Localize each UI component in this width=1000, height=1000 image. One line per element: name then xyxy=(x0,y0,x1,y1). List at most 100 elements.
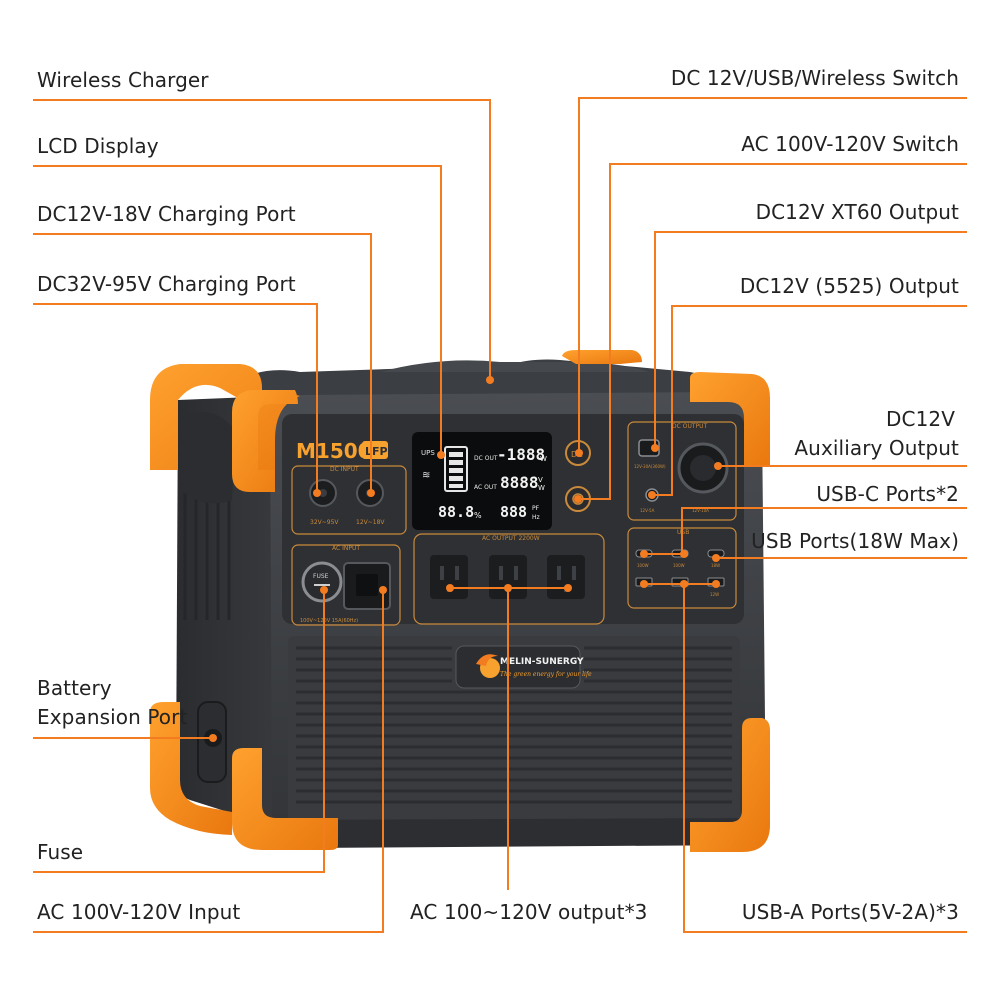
label-ac-switch: AC 100V-120V Switch xyxy=(741,132,959,156)
grille-slats xyxy=(296,646,732,804)
label-usbc: USB-C Ports*2 xyxy=(816,482,959,506)
dot-usb-18w xyxy=(712,554,720,562)
dot-ac-outlet-2 xyxy=(504,584,512,592)
dot-usbc-1 xyxy=(640,550,648,558)
label-fuse: Fuse xyxy=(37,840,84,864)
leader-usbc xyxy=(681,507,967,554)
label-dc-switch: DC 12V/USB/Wireless Switch xyxy=(670,66,959,90)
lcd-dc-out: DC OUT xyxy=(474,455,498,462)
lcd-volt-unit: V xyxy=(538,476,543,484)
dc-input-spec-right: 12V~18V xyxy=(356,519,385,526)
label-aux-line1: DC12V xyxy=(886,407,955,431)
dot-aux-output xyxy=(714,462,722,470)
leader-xt60 xyxy=(654,231,967,448)
label-aux-output: DC12V Auxiliary Output xyxy=(794,405,959,463)
label-aux-line2: Auxiliary Output xyxy=(794,436,959,460)
lcd-row2-unit: W xyxy=(538,484,545,492)
label-dc32-95-port: DC32V-95V Charging Port xyxy=(37,272,296,296)
dc-output-title: DC OUTPUT xyxy=(672,423,708,430)
label-lcd-display: LCD Display xyxy=(37,134,159,158)
label-xt60: DC12V XT60 Output xyxy=(755,200,959,224)
device-base xyxy=(272,818,766,848)
lfp-badge-bg xyxy=(362,441,388,459)
dot-dc12-18 xyxy=(367,489,375,497)
bumper-bottom-right xyxy=(690,718,770,852)
leader-ac-input xyxy=(33,590,384,933)
lcd-pf-unit: PF xyxy=(532,505,540,512)
label-usba: USB-A Ports(5V-2A)*3 xyxy=(741,900,959,924)
dc-input-spec-left: 32V~95V xyxy=(310,519,339,526)
label-dc12-18-port: DC12V-18V Charging Port xyxy=(37,202,296,226)
label-dc5525: DC12V (5525) Output xyxy=(739,274,959,298)
brand-tagline: The green energy for your life xyxy=(500,671,592,678)
battery-gauge-bars xyxy=(449,452,463,488)
lcd-row3-unit2: Hz xyxy=(532,514,540,521)
bumper-top-center xyxy=(562,350,642,364)
dot-lcd xyxy=(437,451,445,459)
car-spec: 12V-10A xyxy=(692,508,709,513)
battery-gauge xyxy=(444,446,468,492)
dc-input-box xyxy=(291,465,407,535)
dc5525-spec: 12V-5A xyxy=(640,508,655,513)
usb-title: USB xyxy=(677,529,689,536)
usbc-rating-2: 100W xyxy=(673,563,685,568)
leader-wireless-charger xyxy=(33,99,491,380)
lcd-row3-unit: % xyxy=(474,511,482,520)
dot-usbc-2 xyxy=(680,550,688,558)
label-ac-output: AC 100~120V output*3 xyxy=(410,900,648,924)
lcd-ups: UPS xyxy=(421,449,435,457)
label-battery-line1: Battery xyxy=(37,676,112,700)
lcd-bezel xyxy=(412,432,552,530)
leader-dc5525 xyxy=(652,305,967,496)
lcd-row1-value: -1888 xyxy=(497,445,545,464)
label-ac-input: AC 100V-120V Input xyxy=(37,900,241,924)
dot-ac-outlet-3 xyxy=(564,584,572,592)
dot-ac-switch xyxy=(574,495,582,503)
leader-dc32-95-port xyxy=(33,303,318,493)
ac-input-title: AC INPUT xyxy=(332,545,360,552)
side-vents xyxy=(183,470,231,620)
label-wireless-charger: Wireless Charger xyxy=(37,68,209,92)
side-handle xyxy=(180,412,235,504)
dot-dc32-95 xyxy=(313,489,321,497)
ac-input-box xyxy=(291,544,401,626)
bumper-bottom-left-front xyxy=(232,748,338,850)
dot-ac-input xyxy=(379,586,387,594)
label-battery-expansion: Battery Expansion Port xyxy=(37,674,187,732)
leader-dc12-18-port xyxy=(33,233,372,493)
leader-dc-switch xyxy=(578,97,967,453)
bumper-top-left-front xyxy=(232,390,298,492)
dot-usba-1 xyxy=(640,580,648,588)
dot-fuse xyxy=(320,586,328,594)
dot-ac-outlet-1 xyxy=(446,584,454,592)
leader-usba xyxy=(683,584,967,933)
lcd-row2-value: 8888 xyxy=(500,473,539,492)
dot-battery-expansion xyxy=(209,734,217,742)
brand-name: MELIN-SUNERGY xyxy=(500,657,584,667)
corner-bumpers xyxy=(150,350,770,852)
dot-dc5525 xyxy=(648,491,656,499)
label-usb-ports: USB Ports(18W Max) xyxy=(751,529,959,553)
leader-ac-switch xyxy=(578,163,967,500)
fuse-holder[interactable] xyxy=(301,561,343,603)
lcd-row1-unit: W xyxy=(540,455,547,463)
dc-input-title: DC INPUT xyxy=(330,466,359,473)
leader-fuse xyxy=(33,590,325,873)
model-name: M1500 xyxy=(296,439,372,463)
lcd-row3-value: 88.8 xyxy=(438,503,474,521)
bumper-top-right xyxy=(690,372,770,466)
leader-lcd-display xyxy=(33,165,442,455)
xt60-spec: 12V-30A(360W) xyxy=(634,464,666,469)
usba-rating: 12W xyxy=(710,592,719,597)
usbc-rating-3: 18W xyxy=(711,563,720,568)
dot-usba-2 xyxy=(680,580,688,588)
lcd-wifi-icon: ≋ xyxy=(422,470,430,481)
dot-wireless-charger xyxy=(486,376,494,384)
dot-dc-switch xyxy=(575,449,583,457)
dot-xt60 xyxy=(651,444,659,452)
lcd-row3-value2: 888 xyxy=(500,503,527,521)
ac-input-spec: 100V~120V 15A(60Hz) xyxy=(300,618,358,624)
